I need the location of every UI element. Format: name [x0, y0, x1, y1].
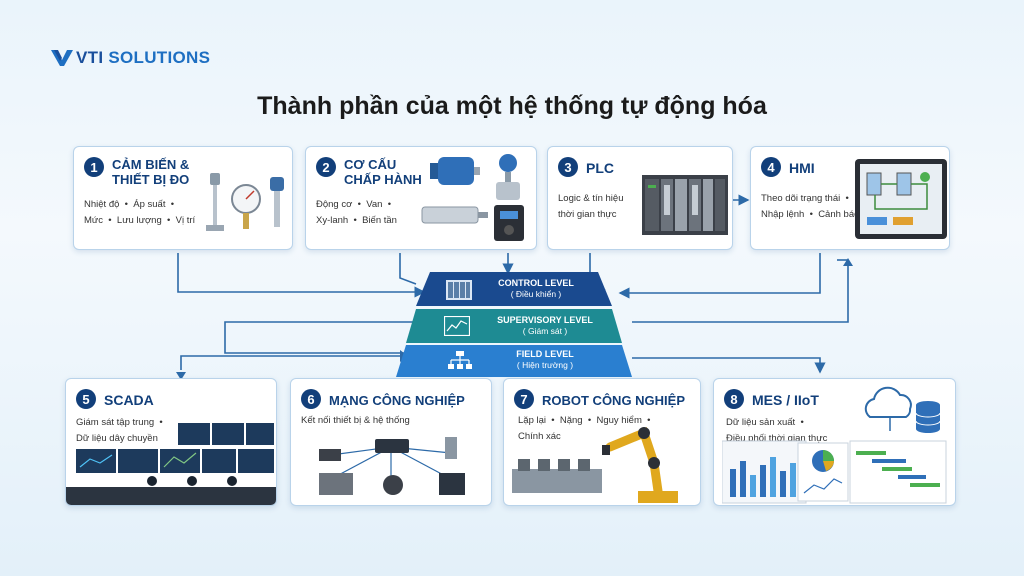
card-description: Động cơ • Van • Xy-lanh • Biến tần: [316, 199, 397, 226]
card-plc: 3 PLC Logic & tín hiệu thời gian thực: [547, 146, 733, 250]
card-number: 1: [84, 157, 104, 177]
robot-arm-icon: [512, 427, 678, 503]
field-level-label: FIELD LEVEL: [516, 349, 574, 359]
dashboard-screens-icon: [722, 440, 947, 504]
monitor-chart-icon: [444, 316, 470, 336]
plc-hardware-icon: [642, 175, 728, 235]
plc-rack-icon: [446, 280, 472, 300]
card-title: SCADA: [104, 392, 154, 408]
card-number: 5: [76, 389, 96, 409]
card-sensors: 1 CẢM BIẾN & THIẾT BỊ ĐO Nhiệt độ • Áp s…: [73, 146, 293, 250]
control-level-sub: ( Điều khiển ): [510, 289, 562, 299]
card-number: 2: [316, 157, 336, 177]
cloud-database-icon: [864, 386, 941, 433]
network-topology-icon: [319, 437, 465, 495]
card-mes-iiot: 8 MES / IIoT Dữ liệu sản xuất • Điều phố…: [713, 378, 956, 506]
control-level-label: CONTROL LEVEL: [498, 278, 574, 288]
page-title: Thành phần của một hệ thống tự động hóa: [257, 92, 767, 120]
card-industrial-robot: 7 ROBOT CÔNG NGHIỆP Lặp lại • Nặng • Ngu…: [503, 378, 701, 506]
card-number: 7: [514, 389, 534, 409]
card-title: HMI: [789, 160, 815, 176]
card-actuators: 2 CƠ CẤU CHẤP HÀNH Động cơ • Van • Xy-la…: [305, 146, 537, 250]
card-number: 6: [301, 389, 321, 409]
supervisory-level: SUPERVISORY LEVEL ( Giám sát ): [406, 309, 622, 343]
card-description: Kết nối thiết bị & hệ thống: [301, 415, 410, 426]
card-number: 3: [558, 157, 578, 177]
brand-logo: VTI SOLUTIONS: [50, 48, 210, 68]
card-title: MES / IIoT: [752, 392, 819, 408]
card-number: 8: [724, 389, 744, 409]
hmi-panel-icon: [855, 159, 947, 239]
card-title: CẢM BIẾN & THIẾT BỊ ĐO: [112, 157, 190, 187]
field-level: FIELD LEVEL ( Hiện trường ): [396, 345, 632, 377]
supervisory-level-sub: ( Giám sát ): [522, 326, 568, 336]
field-level-sub: ( Hiện trường ): [516, 360, 574, 370]
card-title: PLC: [586, 160, 614, 176]
card-description: Lặp lại • Nặng • Nguy hiểm • Chính xác: [518, 415, 651, 442]
motor-valve-icon: [421, 154, 524, 241]
supervisory-level-label: SUPERVISORY LEVEL: [497, 315, 593, 325]
supervisory-level-shape: [406, 309, 622, 343]
control-level: CONTROL LEVEL ( Điều khiển ): [416, 272, 612, 306]
card-hmi: 4 HMI Theo dõi trạng thái • Nhập lệnh • …: [750, 146, 950, 250]
vti-logo-icon: [51, 50, 73, 66]
card-description: Nhiệt độ • Áp suất • Mức • Lưu lượng • V…: [84, 199, 196, 226]
field-level-shape: [396, 345, 632, 377]
card-title: ROBOT CÔNG NGHIỆP: [542, 393, 686, 408]
card-title: MẠNG CÔNG NGHIỆP: [329, 393, 465, 408]
card-description: Dữ liệu sản xuất • Điều phối thời gian t…: [726, 417, 828, 444]
card-title: CƠ CẤU CHẤP HÀNH: [344, 157, 422, 187]
sensor-gauge-icon: [206, 173, 284, 231]
card-industrial-network: 6 MẠNG CÔNG NGHIỆP Kết nối thiết bị & hệ…: [290, 378, 492, 506]
card-number: 4: [761, 157, 781, 177]
card-description: Theo dõi trạng thái • Nhập lệnh • Cảnh b…: [761, 193, 860, 220]
network-tree-icon: [448, 351, 472, 369]
control-room-icon: [66, 423, 276, 505]
card-description: Giám sát tập trung • Dữ liệu dây chuyền: [76, 417, 163, 444]
brand-name: VTI SOLUTIONS: [76, 48, 211, 67]
card-scada: 5 SCADA Giám sát tập trung • Dữ liệu dây…: [65, 378, 277, 506]
card-description: Logic & tín hiệu thời gian thực: [558, 193, 624, 220]
